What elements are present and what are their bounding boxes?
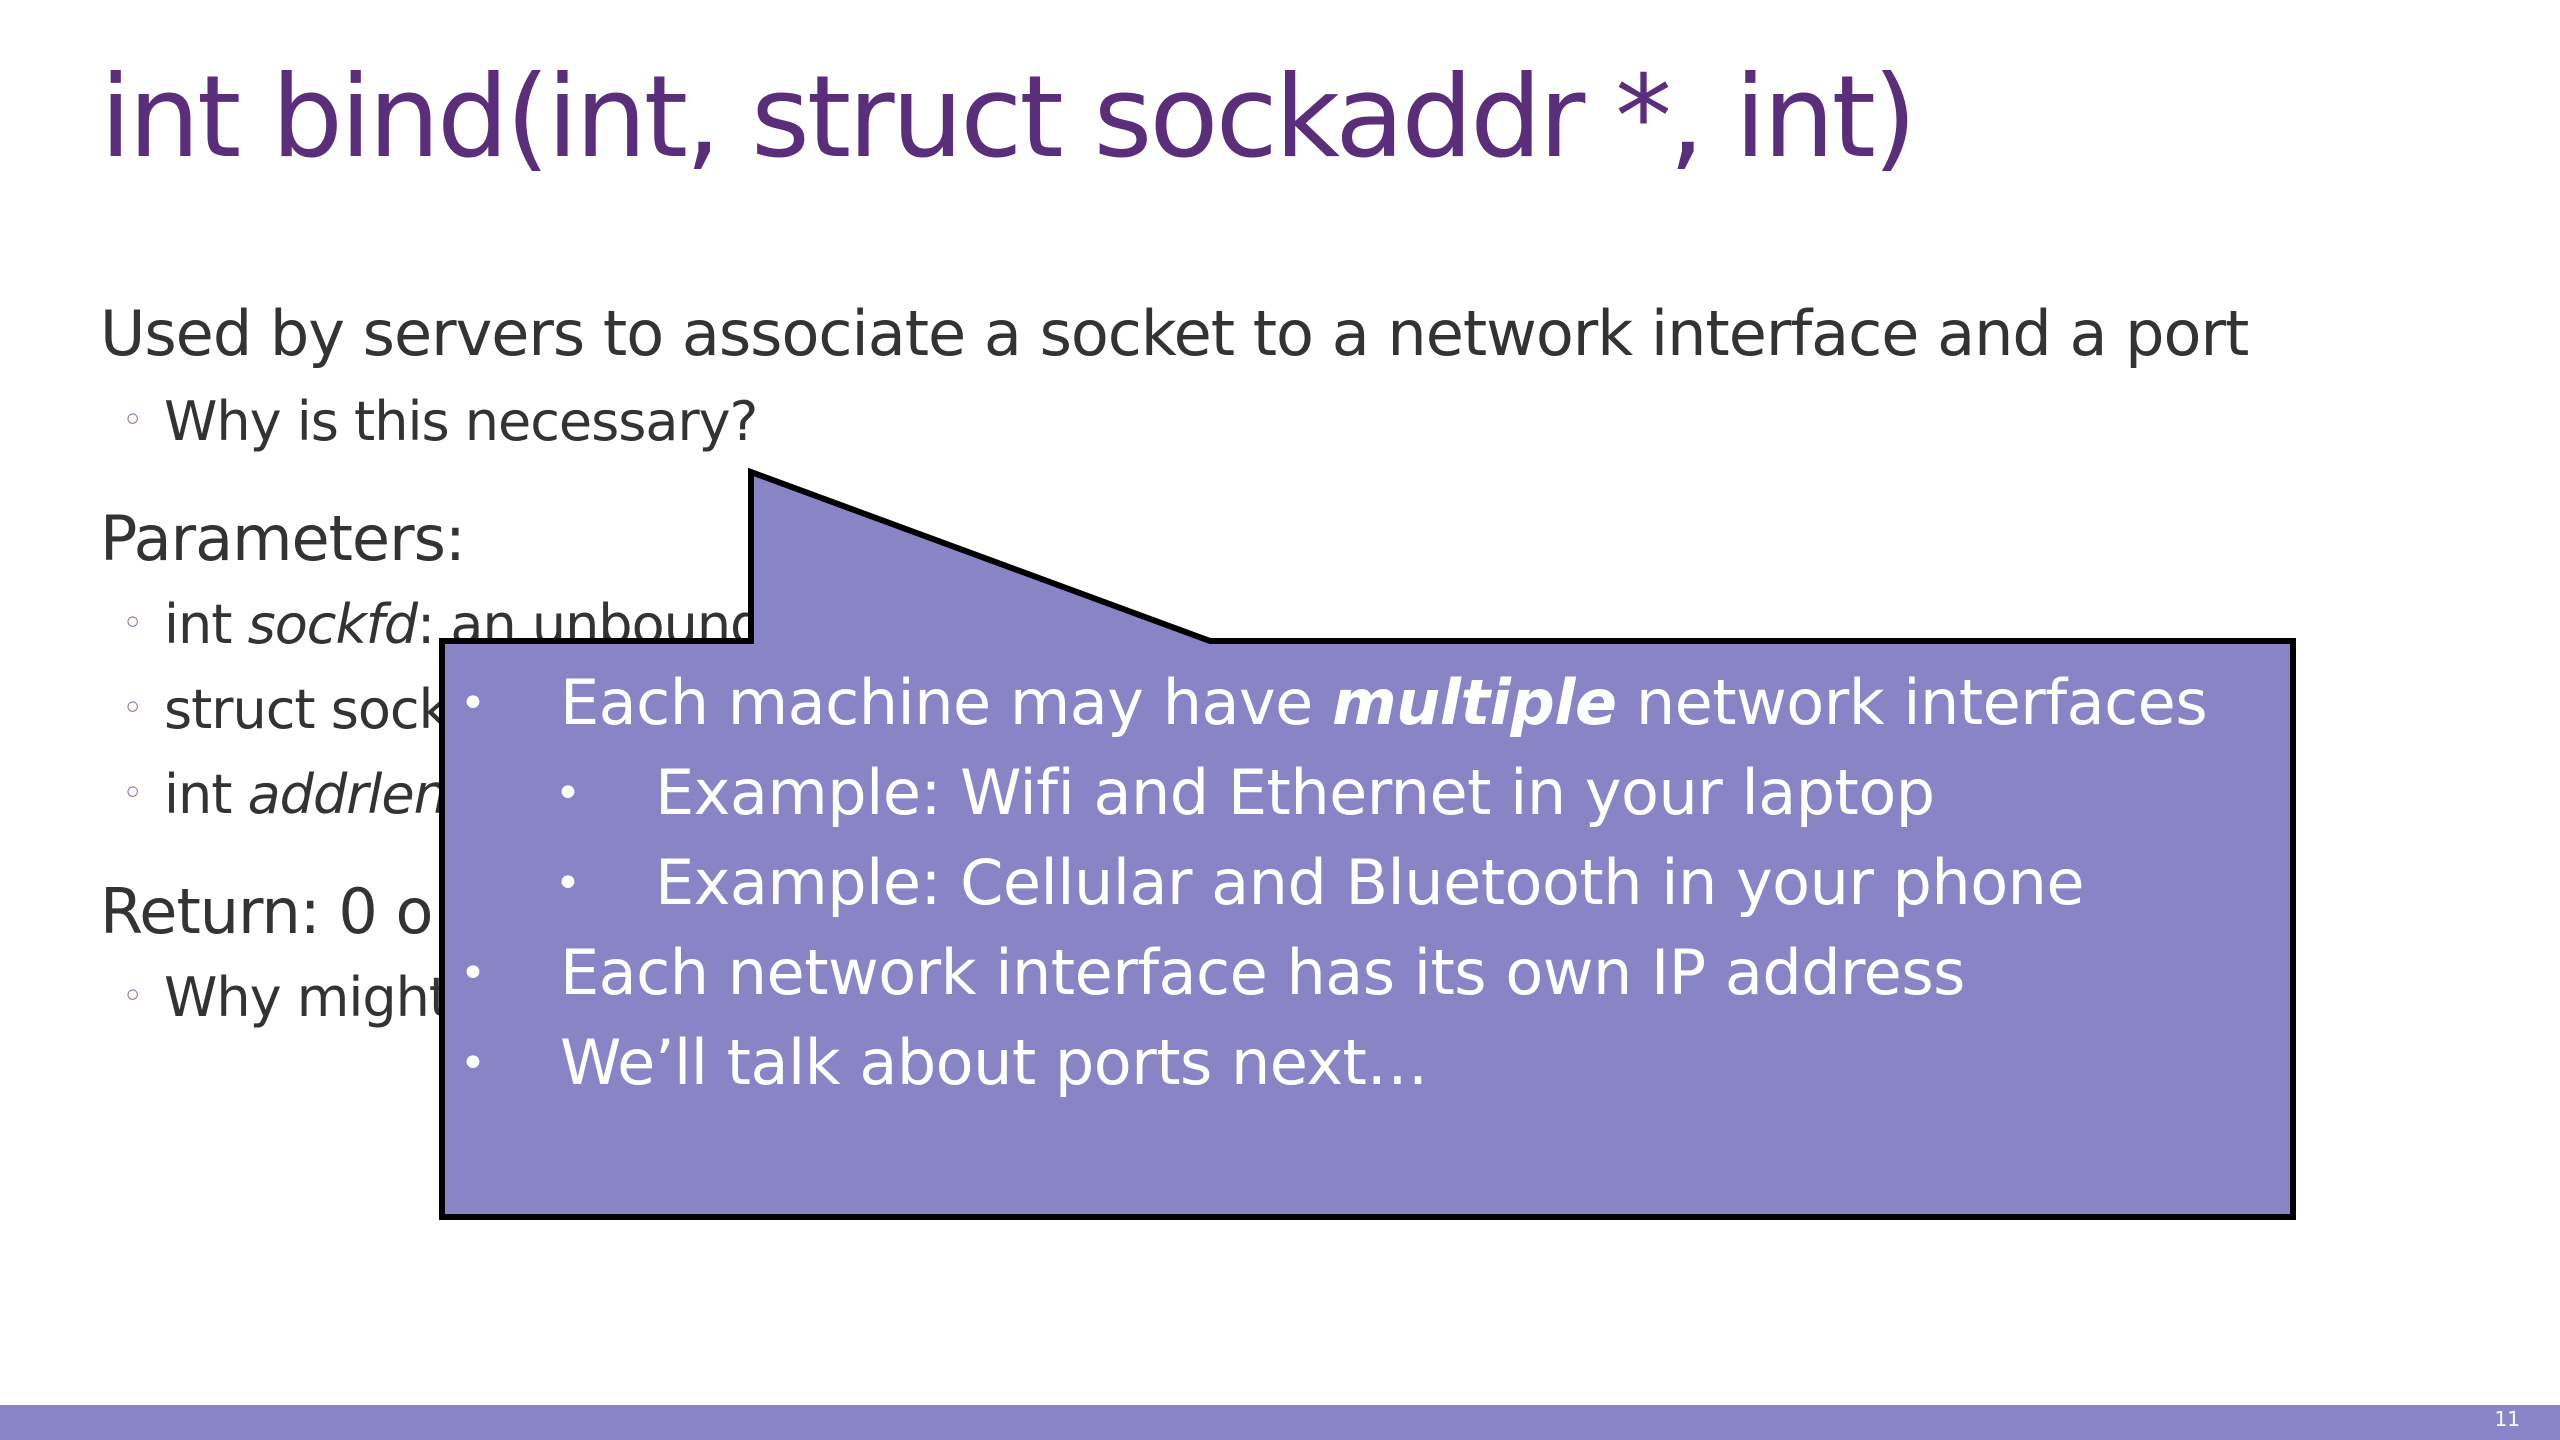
callout-item-1: Each machine may have multiple network i… — [560, 666, 2208, 739]
bullet-icon: • — [460, 678, 486, 729]
bullet-icon: • — [555, 858, 581, 909]
circle-bullet-icon: ◦ — [122, 603, 143, 644]
circle-bullet-icon: ◦ — [122, 976, 143, 1017]
callout-item-2: Each network interface has its own IP ad… — [560, 936, 1965, 1009]
bullet-icon: • — [555, 768, 581, 819]
circle-bullet-icon: ◦ — [122, 688, 143, 729]
page-number: 11 — [2494, 1407, 2520, 1431]
params-heading: Parameters: — [100, 502, 466, 575]
circle-bullet-icon: ◦ — [122, 400, 143, 441]
callout-sub-1: Example: Wifi and Ethernet in your lapto… — [655, 756, 1935, 829]
return-sub: ◦Why might — [122, 966, 450, 1029]
param-addrlen: ◦int addrlen — [122, 763, 448, 826]
bullet-icon: • — [460, 1038, 486, 1089]
callout-bubble — [439, 467, 2296, 1220]
body-line-1-sub: ◦Why is this necessary? — [122, 390, 758, 453]
callout-sub-2: Example: Cellular and Bluetooth in your … — [655, 846, 2085, 919]
bullet-icon: • — [460, 948, 486, 999]
body-line-1: Used by servers to associate a socket to… — [100, 297, 2249, 370]
slide-title: int bind(int, struct sockaddr *, int) — [100, 51, 1917, 183]
callout-item-3: We’ll talk about ports next… — [560, 1026, 1428, 1099]
return-line: Return: 0 o — [100, 875, 433, 948]
footer-bar — [0, 1405, 2560, 1440]
circle-bullet-icon: ◦ — [122, 773, 143, 814]
param-sockaddr: ◦struct sock — [122, 678, 450, 741]
